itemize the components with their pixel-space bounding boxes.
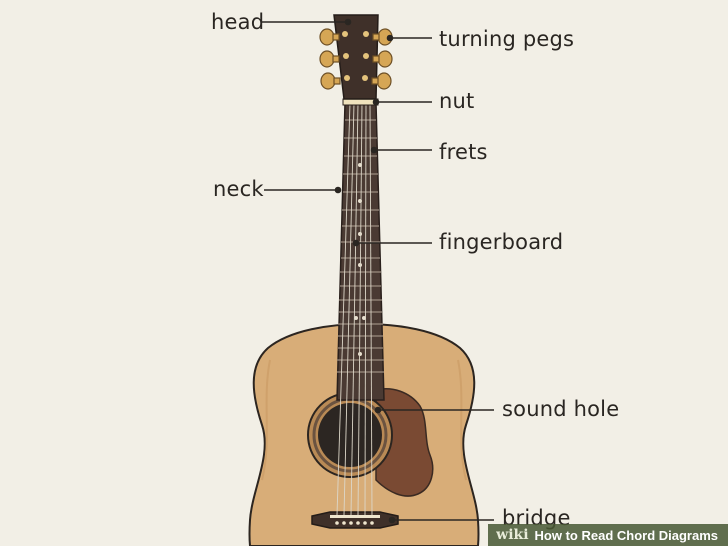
pickguard	[375, 388, 434, 497]
label-turning-pegs: turning pegs	[439, 27, 575, 51]
label-fingerboard: fingerboard	[439, 230, 564, 254]
turning-pegs-graphic	[319, 28, 393, 90]
leader-lines	[262, 18, 494, 524]
fingerboard-graphic	[336, 102, 385, 516]
label-bridge: bridge	[502, 506, 571, 530]
watermark-brand: wiki	[496, 527, 529, 543]
label-nut: nut	[439, 89, 475, 113]
label-frets: frets	[439, 140, 488, 164]
bridge-graphic	[311, 511, 399, 529]
wikihow-watermark: wiki How to Read Chord Diagrams	[488, 524, 728, 546]
sound-hole-graphic	[307, 392, 393, 478]
label-sound-hole: sound hole	[502, 397, 620, 421]
label-head: head	[211, 10, 265, 34]
headstock-graphic	[333, 14, 379, 100]
label-neck: neck	[213, 177, 264, 201]
watermark-title: How to Read Chord Diagrams	[534, 527, 718, 543]
